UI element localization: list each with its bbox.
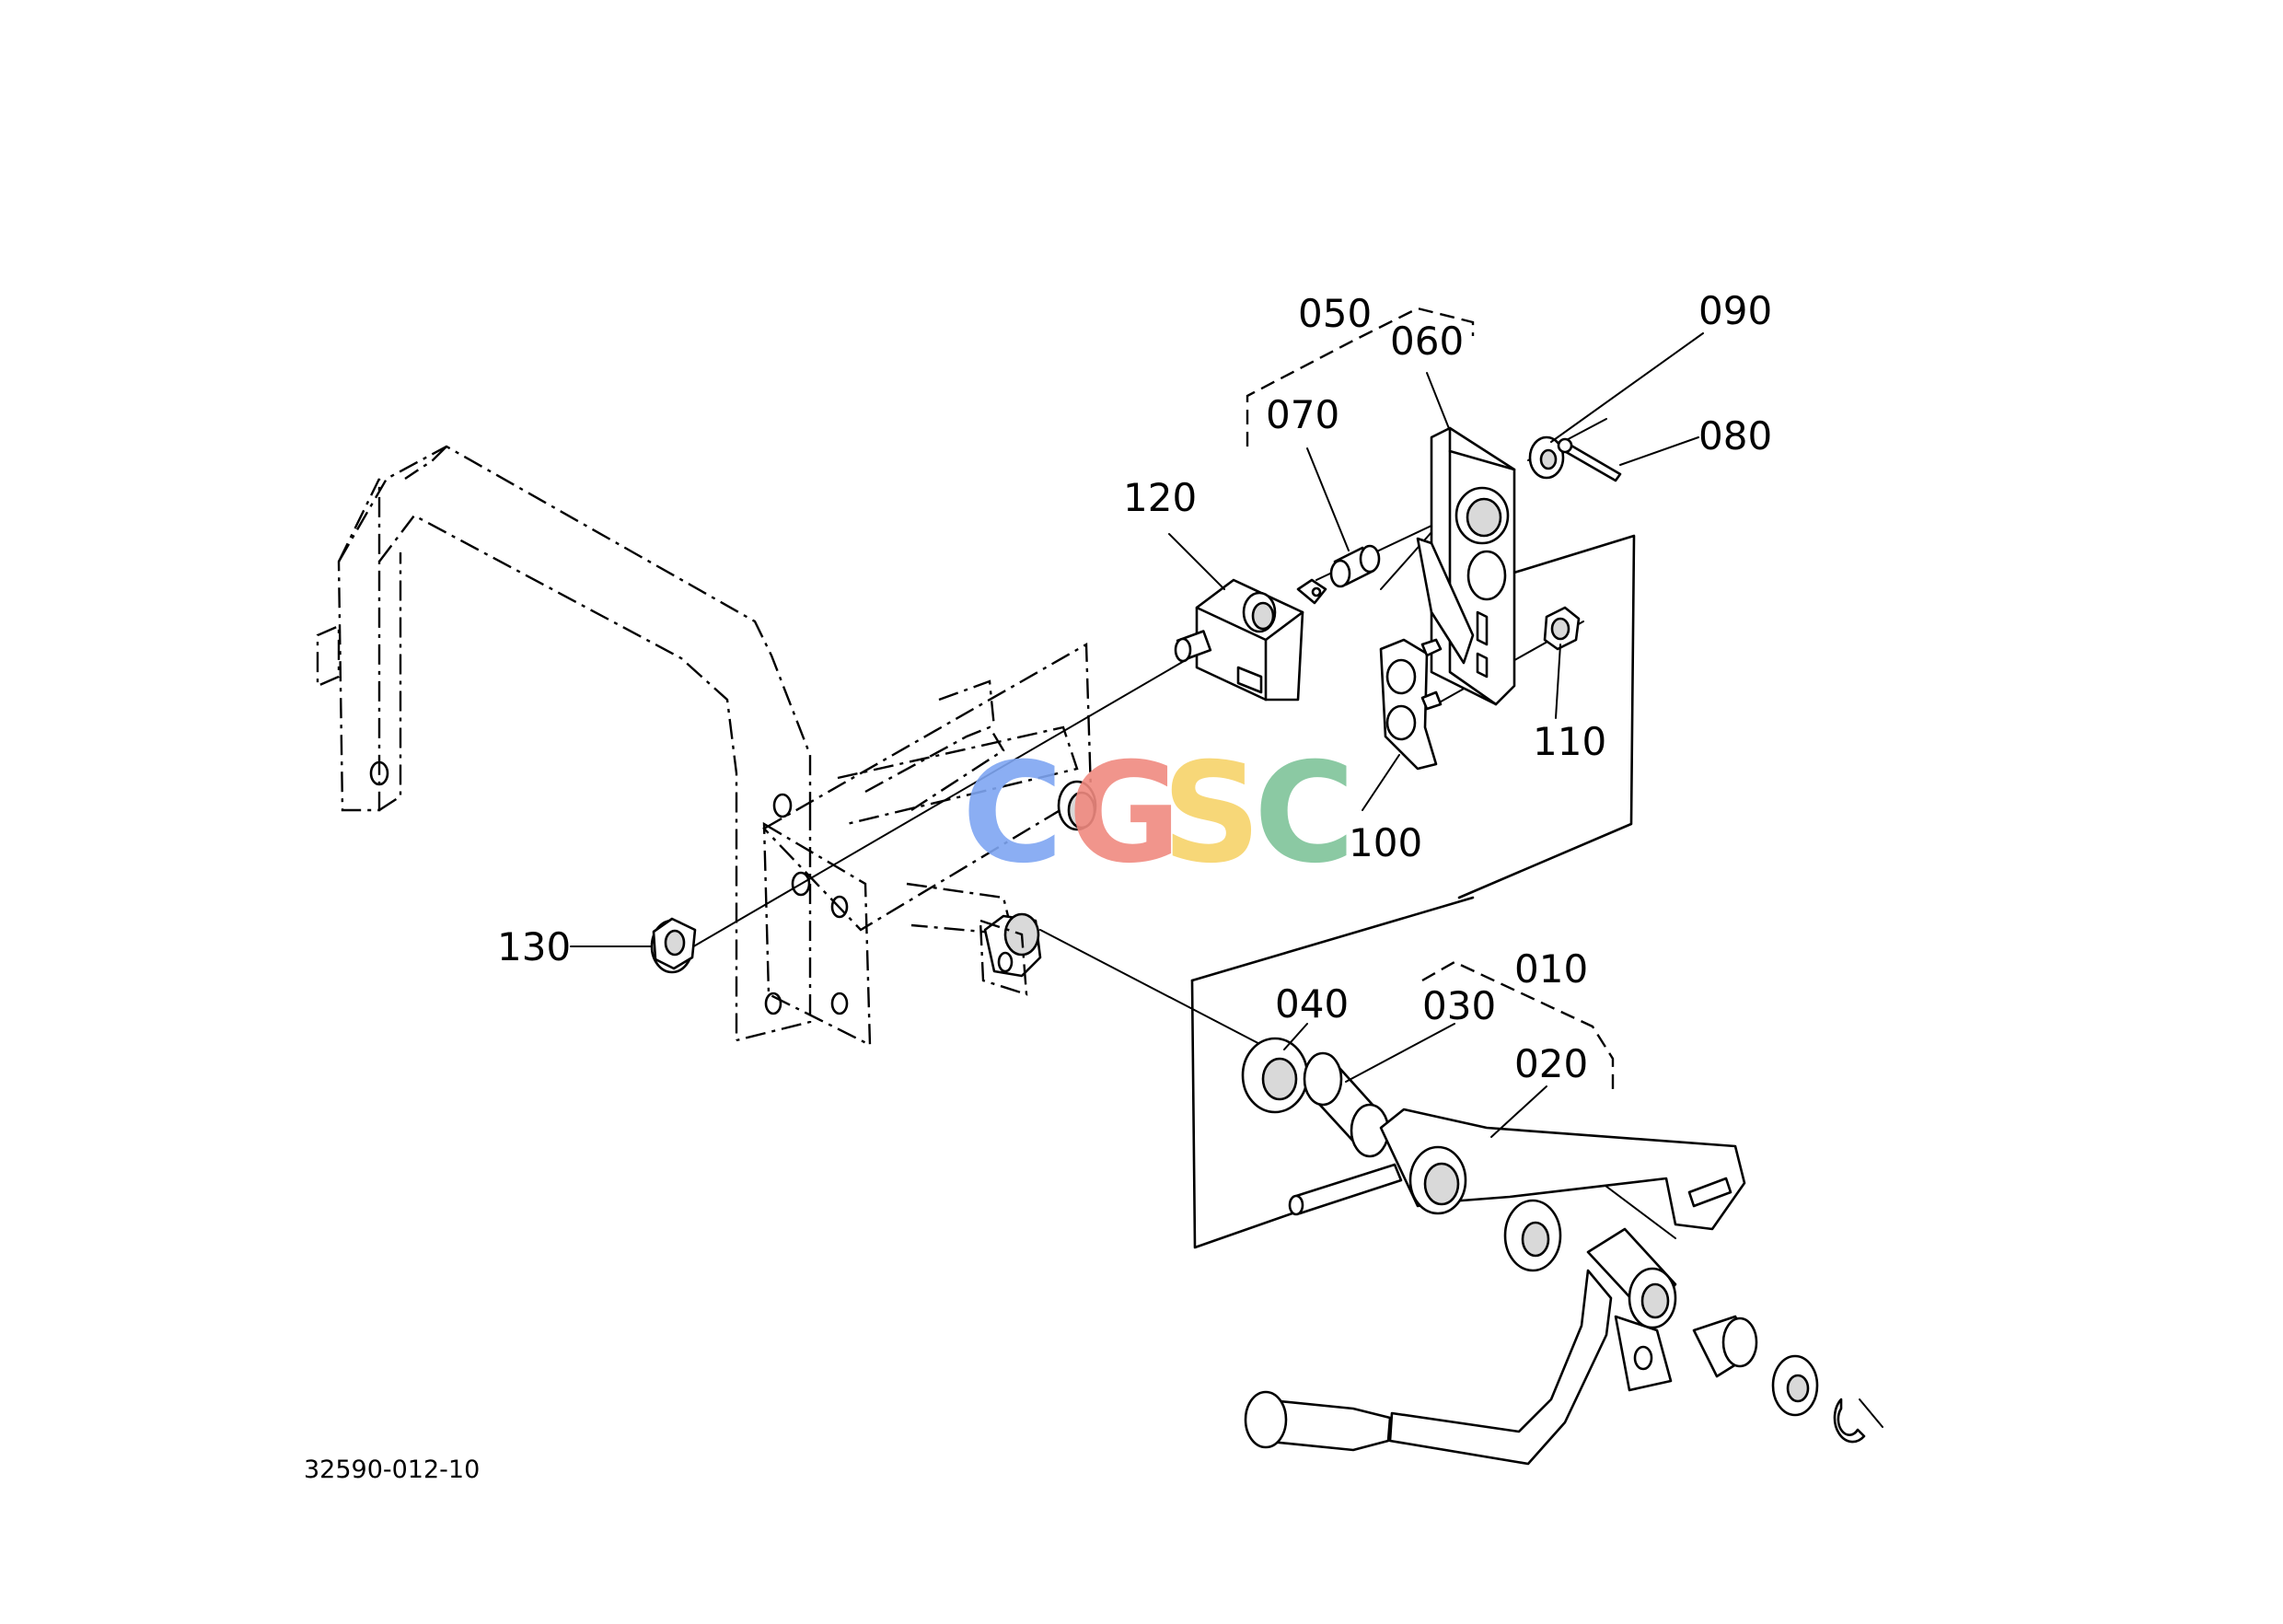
group-bracket-050: [1246, 307, 1475, 447]
part-080-cotter-pin: [1557, 437, 1622, 482]
watermark-logo: C G S C: [962, 734, 1355, 894]
part-110-nut: [1543, 606, 1581, 651]
callout-090: 090: [1698, 288, 1772, 333]
part-100-latch: [1379, 638, 1443, 771]
callout-leaders: [570, 332, 1704, 1138]
part-070-bushing: [1329, 544, 1381, 588]
callout-050: 050: [1298, 291, 1372, 336]
callout-060: 060: [1390, 319, 1464, 364]
watermark-letter-c1: C: [962, 734, 1063, 894]
part-030-bushing: [1303, 1051, 1390, 1158]
watermark-letter-c2: C: [1254, 734, 1355, 894]
callout-010: 010: [1514, 946, 1588, 992]
watermark-letter-g: G: [1068, 734, 1181, 894]
part-060-lever-plate: [1416, 426, 1516, 706]
callout-labels: 050 060 070 090 080 120 110 100 130 010 …: [497, 288, 1772, 1086]
drawing-code: 32590-012-10: [304, 1456, 480, 1484]
callout-040: 040: [1275, 981, 1349, 1027]
part-090-washer: [1528, 435, 1565, 480]
callout-030: 030: [1422, 983, 1496, 1028]
part-040-washer: [1241, 1037, 1309, 1114]
callout-020: 020: [1514, 1041, 1588, 1086]
bracket-assembly: [762, 642, 1097, 1047]
group-box-lower: [1190, 896, 1475, 1249]
callout-100: 100: [1349, 820, 1422, 865]
frame-outline: [316, 445, 812, 1042]
callout-130: 130: [497, 924, 571, 969]
callout-110: 110: [1533, 719, 1606, 764]
callout-120: 120: [1123, 475, 1197, 520]
group-bracket-010: [1421, 960, 1615, 1091]
part-020-arm: [1288, 1108, 1746, 1231]
part-130-flange-nut: [650, 917, 697, 974]
callout-070: 070: [1266, 392, 1339, 437]
watermark-letter-s: S: [1162, 734, 1261, 894]
part-120-plate: [1174, 578, 1327, 702]
handle-assembly: [1244, 1199, 1883, 1466]
group-box-upper: [1457, 534, 1636, 899]
callout-080: 080: [1698, 413, 1772, 458]
